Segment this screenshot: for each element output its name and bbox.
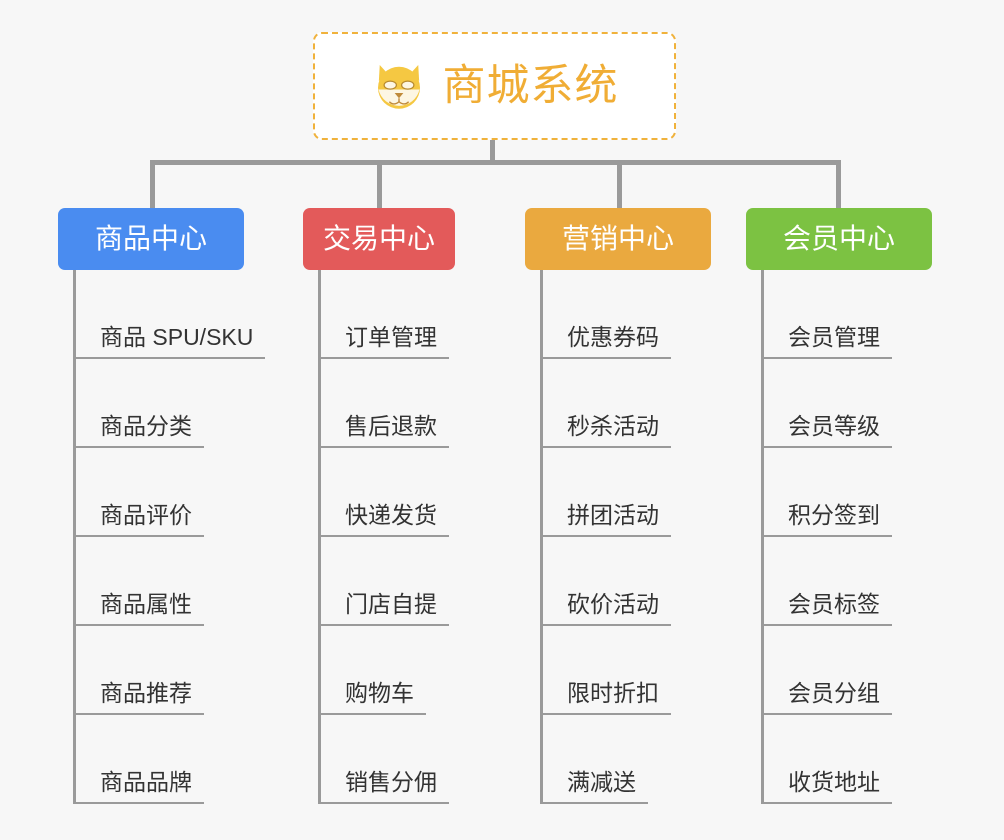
leaf-label: 收货地址 [788,769,880,795]
leaf-item[interactable]: 销售分佣 [303,715,455,804]
connector-drop-4 [836,160,841,209]
leaf-label: 商品推荐 [100,680,192,706]
leaf-underline [73,535,204,537]
leaf-label: 会员管理 [788,324,880,350]
leaf-label: 购物车 [345,680,414,706]
leaf-label: 快递发货 [345,502,437,528]
leaf-item[interactable]: 商品评价 [58,448,244,537]
leaf-item[interactable]: 商品推荐 [58,626,244,715]
leaf-item[interactable]: 优惠券码 [525,270,711,359]
leaf-label: 会员等级 [788,413,880,439]
leaf-label: 门店自提 [345,591,437,617]
leaf-underline [540,624,671,626]
leaf-item[interactable]: 商品属性 [58,537,244,626]
connector-horizontal-bar [150,160,840,165]
leaf-underline [540,357,671,359]
leaf-underline [761,357,892,359]
leaf-label: 商品评价 [100,502,192,528]
leaf-underline [73,802,204,804]
leaf-underline [73,357,265,359]
leaf-item[interactable]: 商品品牌 [58,715,244,804]
leaf-label: 限时折扣 [567,680,659,706]
branch-column-1: 商品中心 商品 SPU/SKU 商品分类 商品评价 商品属性 商品推荐 [58,208,265,804]
leaf-label: 售后退款 [345,413,437,439]
leaf-item[interactable]: 会员标签 [746,537,932,626]
leaf-label: 商品属性 [100,591,192,617]
leaf-item[interactable]: 收货地址 [746,715,932,804]
leaf-label: 拼团活动 [567,502,659,528]
leaf-item[interactable]: 会员分组 [746,626,932,715]
leaf-item[interactable]: 商品 SPU/SKU [58,270,265,359]
leaf-label: 优惠券码 [567,324,659,350]
leaf-underline [761,624,892,626]
leaf-underline [73,713,204,715]
shiba-dog-face-icon [377,65,420,109]
leaf-label: 会员标签 [788,591,880,617]
leaf-underline [318,802,449,804]
leaf-label: 秒杀活动 [567,413,659,439]
leaf-label: 订单管理 [345,324,437,350]
leaf-label: 商品 SPU/SKU [100,324,254,350]
leaf-underline [540,535,671,537]
leaf-label: 商品品牌 [100,769,192,795]
leaf-item[interactable]: 订单管理 [303,270,455,359]
root-title: 商城系统 [442,61,619,110]
branch-trunk-3 [540,270,543,804]
leaf-underline [318,713,426,715]
leaf-item[interactable]: 满减送 [525,715,711,804]
leaf-label: 满减送 [567,769,636,795]
leaf-item[interactable]: 门店自提 [303,537,455,626]
leaf-item[interactable]: 快递发货 [303,448,455,537]
root-node[interactable]: 商城系统 [313,32,676,140]
branch-header-1[interactable]: 商品中心 [58,208,244,270]
connector-drop-2 [377,160,382,209]
leaf-item[interactable]: 限时折扣 [525,626,711,715]
connector-drop-3 [617,160,622,209]
leaf-underline [540,446,671,448]
leaf-underline [761,535,892,537]
leaf-label: 会员分组 [788,680,880,706]
leaf-item[interactable]: 积分签到 [746,448,932,537]
leaf-item[interactable]: 会员等级 [746,359,932,448]
leaf-underline [761,446,892,448]
connector-root-stem [490,140,495,164]
branch-trunk-1 [73,270,76,804]
branch-column-4: 会员中心 会员管理 会员等级 积分签到 会员标签 会员分组 [746,208,932,804]
branch-header-4[interactable]: 会员中心 [746,208,932,270]
leaf-underline [540,802,648,804]
leaf-underline [73,446,204,448]
leaf-underline [761,802,892,804]
leaf-underline [318,446,449,448]
leaf-item[interactable]: 砍价活动 [525,537,711,626]
branch-trunk-2 [318,270,321,804]
leaf-item[interactable]: 购物车 [303,626,455,715]
leaf-item[interactable]: 秒杀活动 [525,359,711,448]
leaf-underline [73,624,204,626]
leaf-list-3: 优惠券码 秒杀活动 拼团活动 砍价活动 限时折扣 满减送 [525,270,711,804]
leaf-underline [761,713,892,715]
leaf-label: 积分签到 [788,502,880,528]
leaf-item[interactable]: 会员管理 [746,270,932,359]
branch-header-3[interactable]: 营销中心 [525,208,711,270]
leaf-item[interactable]: 拼团活动 [525,448,711,537]
leaf-underline [318,535,449,537]
connector-drop-1 [150,160,155,209]
leaf-label: 销售分佣 [345,769,437,795]
branch-column-2: 交易中心 订单管理 售后退款 快递发货 门店自提 购物车 [303,208,455,804]
branch-trunk-4 [761,270,764,804]
leaf-item[interactable]: 售后退款 [303,359,455,448]
leaf-underline [540,713,671,715]
leaf-list-4: 会员管理 会员等级 积分签到 会员标签 会员分组 收货地址 [746,270,932,804]
branch-column-3: 营销中心 优惠券码 秒杀活动 拼团活动 砍价活动 限时折扣 [525,208,711,804]
leaf-item[interactable]: 商品分类 [58,359,244,448]
leaf-underline [318,357,449,359]
branch-header-2[interactable]: 交易中心 [303,208,455,270]
leaf-label: 砍价活动 [567,591,659,617]
leaf-underline [318,624,449,626]
leaf-label: 商品分类 [100,413,192,439]
leaf-list-2: 订单管理 售后退款 快递发货 门店自提 购物车 销售分佣 [303,270,455,804]
leaf-list-1: 商品 SPU/SKU 商品分类 商品评价 商品属性 商品推荐 商品品牌 [58,270,265,804]
